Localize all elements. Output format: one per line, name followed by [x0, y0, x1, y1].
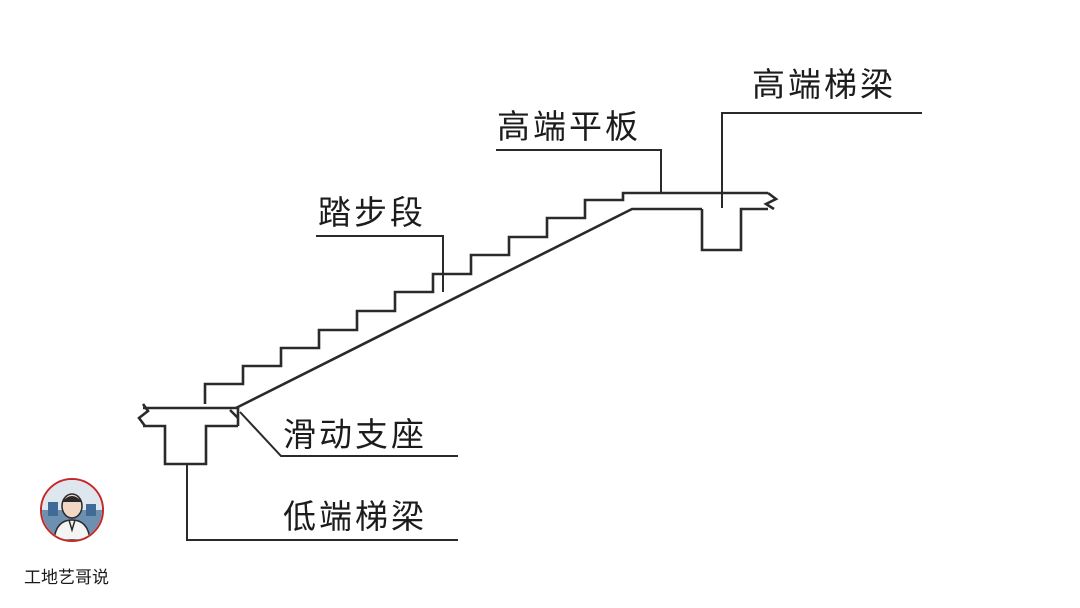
- leader-high-beam: [721, 112, 922, 208]
- left-break-mark: [137, 403, 150, 427]
- label-high-end-beam: 高端梯梁: [752, 65, 896, 104]
- label-step-section: 踏步段: [318, 193, 426, 232]
- step-profile: [203, 191, 768, 404]
- label-low-end-beam: 低端梯梁: [283, 497, 427, 536]
- stair-soffit: [235, 207, 702, 410]
- low-end-beam-section: [143, 424, 238, 466]
- leader-high-slab: [496, 149, 662, 193]
- leader-sliding-support: [239, 411, 458, 457]
- high-end-beam: [700, 207, 768, 252]
- label-high-end-slab: 高端平板: [497, 107, 641, 146]
- watermark-text: 工地艺哥说: [24, 568, 109, 588]
- leader-low-beam: [186, 464, 458, 541]
- label-sliding-support: 滑动支座: [283, 415, 427, 454]
- right-break-mark: [763, 191, 779, 211]
- person-avatar-icon: [40, 478, 104, 542]
- sliding-support-hatch: [229, 409, 239, 419]
- leader-step-section: [316, 235, 444, 292]
